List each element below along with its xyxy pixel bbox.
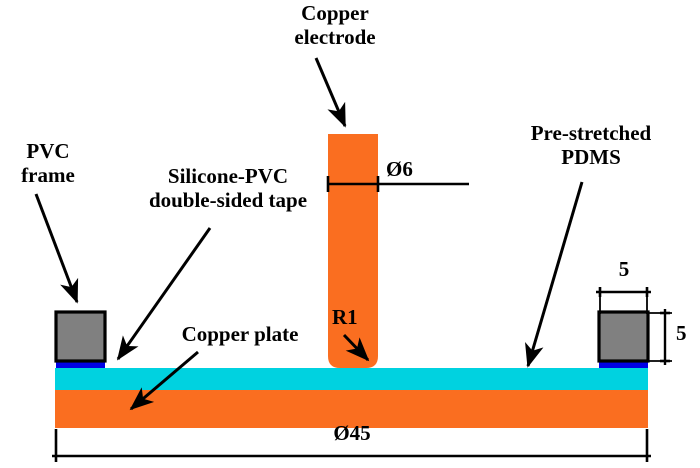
dimension-label-corner-radius: R1 bbox=[332, 305, 358, 329]
label-pre-stretched-pdms: Pre-stretched PDMS bbox=[502, 121, 680, 170]
leader-corner-radius bbox=[342, 333, 370, 362]
label-pdms-line2: PDMS bbox=[561, 144, 621, 169]
copper-electrode-post bbox=[328, 134, 378, 368]
dimension-label-frame-width: 5 bbox=[618, 257, 630, 281]
label-copper-electrode: Copper electrode bbox=[260, 1, 410, 50]
label-tape-line1: Silicone-PVC bbox=[167, 164, 289, 188]
label-pvc-frame-line1: PVC bbox=[26, 139, 70, 163]
dimension-frame-width bbox=[596, 287, 651, 314]
label-copper-electrode-line1: Copper bbox=[301, 1, 369, 25]
leader-copper-plate bbox=[129, 350, 199, 411]
dimension-label-electrode-diameter: Ø6 bbox=[386, 157, 413, 181]
label-pvc-frame: PVC frame bbox=[2, 139, 94, 188]
dimension-plate-diameter bbox=[52, 429, 651, 462]
dimension-frame-height bbox=[646, 309, 672, 365]
label-tape-line2: double-sided tape bbox=[148, 187, 308, 212]
dimension-label-plate-diameter: Ø45 bbox=[333, 421, 371, 445]
tape-strip-left bbox=[56, 361, 105, 368]
leader-pdms bbox=[525, 181, 584, 368]
pdms-layer-body bbox=[55, 368, 648, 390]
dimension-label-frame-height: 5 bbox=[676, 321, 687, 345]
label-pdms-line1: Pre-stretched bbox=[530, 121, 652, 145]
tape-strip-right bbox=[599, 361, 648, 368]
pvc-frame-left bbox=[54, 310, 107, 363]
leader-copper-electrode bbox=[314, 57, 347, 128]
pvc-frame-right bbox=[597, 310, 650, 363]
leader-tape bbox=[116, 227, 212, 361]
label-silicone-pvc-tape: Silicone-PVC double-sided tape bbox=[128, 164, 328, 213]
label-copper-electrode-line2: electrode bbox=[294, 24, 376, 49]
label-pvc-frame-line2: frame bbox=[21, 162, 75, 187]
leader-pvc-frame bbox=[34, 193, 79, 304]
label-copper-plate: Copper plate bbox=[181, 322, 299, 346]
dimension-electrode-diameter bbox=[326, 176, 469, 192]
